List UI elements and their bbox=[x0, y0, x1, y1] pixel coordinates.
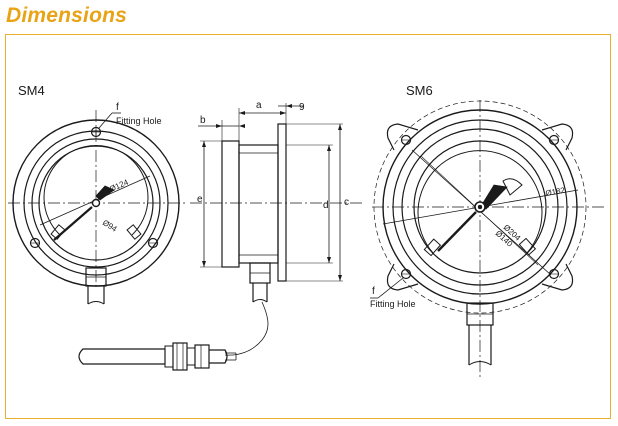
dim-dia124-label: Ø124 bbox=[108, 177, 130, 193]
sm4-label: SM4 bbox=[18, 83, 45, 98]
remote-probe bbox=[78, 342, 237, 371]
sm4-f-label: f bbox=[116, 102, 119, 113]
sm6-fitting-hole-tr bbox=[548, 134, 560, 146]
dim-dia182-label: Ø182 bbox=[545, 186, 566, 198]
side-view bbox=[190, 103, 362, 356]
dim-e-label: e bbox=[197, 194, 203, 205]
sm4-front-view bbox=[8, 110, 185, 305]
dim-c-label: c bbox=[344, 197, 349, 208]
sm6-fitting-hole-bl bbox=[400, 268, 412, 280]
dim-9-label: 9 bbox=[299, 102, 305, 113]
sm4-fitting-hole-top bbox=[90, 126, 102, 138]
sm6-f-label: f bbox=[372, 286, 375, 297]
page-title: Dimensions bbox=[6, 4, 128, 27]
dim-dia94-label: Ø94 bbox=[101, 218, 119, 234]
sm4-fitting-hole-left bbox=[29, 237, 41, 249]
sm6-fitting-hole-br bbox=[548, 268, 560, 280]
dim-b-label: b bbox=[200, 115, 206, 126]
sm6-front-view bbox=[370, 100, 606, 380]
dim-a-label: a bbox=[256, 100, 262, 111]
sm4-fitting-hole-label: Fitting Hole bbox=[116, 116, 162, 126]
dim-d-label: d bbox=[323, 200, 329, 211]
sm6-label: SM6 bbox=[406, 83, 433, 98]
sm6-fitting-hole-label: Fitting Hole bbox=[370, 299, 416, 309]
diagram-frame bbox=[5, 34, 611, 419]
sm6-fitting-hole-tl bbox=[400, 134, 412, 146]
sm4-fitting-hole-right bbox=[147, 237, 159, 249]
